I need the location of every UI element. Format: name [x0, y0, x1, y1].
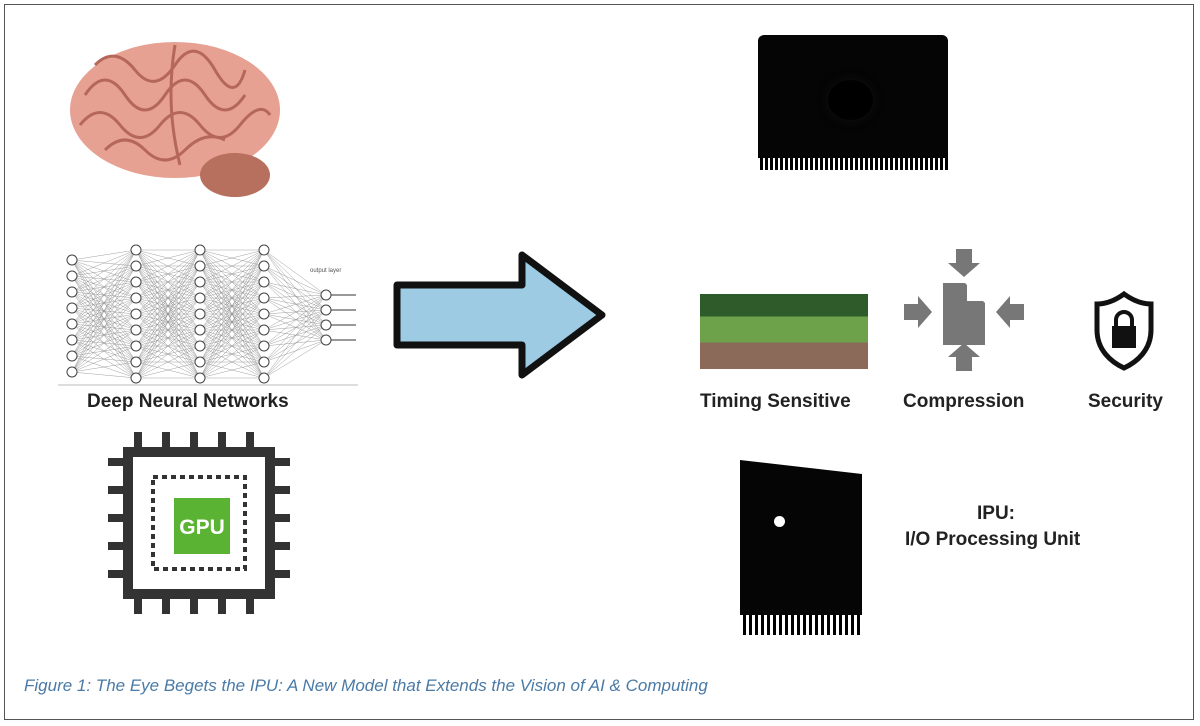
neuron: [130, 276, 142, 288]
compression-label: Compression: [903, 391, 1025, 412]
ipu-subtitle: I/O Processing Unit: [905, 529, 1081, 550]
neuron: [130, 356, 142, 368]
neuron: [130, 324, 142, 336]
security-label: Security: [1088, 391, 1163, 412]
ipu-title: IPU:: [977, 503, 1015, 524]
neuron: [258, 340, 270, 352]
neuron: [66, 286, 78, 298]
neuron: [320, 289, 332, 301]
neuron: [194, 244, 206, 256]
timing-sensitive-label: Timing Sensitive: [700, 391, 851, 412]
neuron: [130, 244, 142, 256]
shield-lock-icon: [1094, 290, 1154, 371]
neuron: [130, 308, 142, 320]
gpu-text: GPU: [179, 516, 225, 539]
neuron: [258, 292, 270, 304]
neuron: [66, 350, 78, 362]
neuron: [130, 340, 142, 352]
right-arrow-icon: [393, 251, 606, 379]
neuron: [320, 304, 332, 316]
neuron: [258, 260, 270, 272]
neuron: [258, 356, 270, 368]
neuron: [66, 318, 78, 330]
neuron: [66, 302, 78, 314]
neuron: [258, 324, 270, 336]
figure-caption: Figure 1: The Eye Begets the IPU: A New …: [24, 676, 708, 695]
event-camera-image: [758, 35, 948, 170]
neuron: [320, 334, 332, 346]
neuron: [66, 366, 78, 378]
neuron: [258, 372, 270, 384]
neuron: [194, 292, 206, 304]
neuron: [130, 292, 142, 304]
neuron: [258, 308, 270, 320]
compression-icon: [904, 249, 1024, 371]
neuron: [194, 356, 206, 368]
neuron: [66, 270, 78, 282]
neuron: [194, 324, 206, 336]
neuron: [258, 244, 270, 256]
neuron: [194, 276, 206, 288]
neuron: [66, 334, 78, 346]
output-layer-label: output layer: [310, 268, 342, 274]
dnn-label: Deep Neural Networks: [87, 391, 289, 412]
gpu-chip-icon: GPU: [108, 432, 290, 614]
neuron: [194, 340, 206, 352]
brain-image: [70, 42, 280, 197]
deep-neural-network-diagram: [58, 244, 358, 386]
neuron: [320, 319, 332, 331]
video-frames-icon: [700, 294, 868, 369]
neuron: [66, 254, 78, 266]
figure-frame: [4, 4, 1194, 720]
neuron: [258, 276, 270, 288]
neuron: [194, 260, 206, 272]
neuron: [130, 260, 142, 272]
neuron: [194, 308, 206, 320]
neuron: [194, 372, 206, 384]
neuron: [130, 372, 142, 384]
event-camera-image-2: [740, 460, 862, 635]
